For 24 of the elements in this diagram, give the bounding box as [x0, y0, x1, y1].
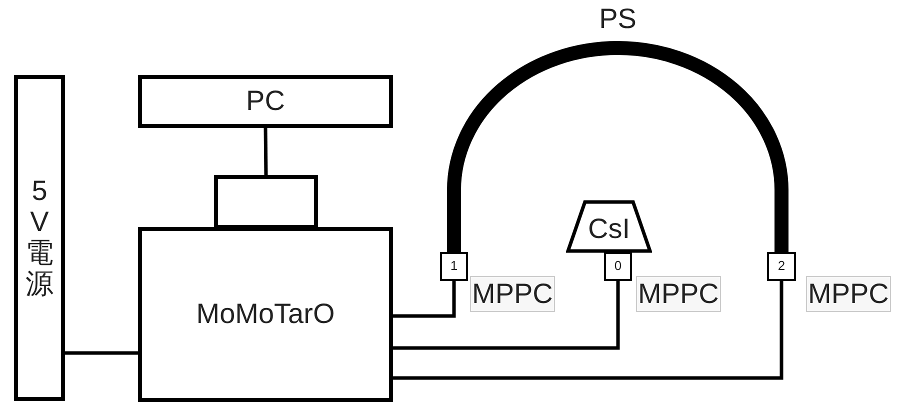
cable-line [393, 281, 784, 380]
sensor-port-box [440, 252, 468, 281]
port-number: 0 [614, 259, 622, 274]
device-box [138, 227, 393, 402]
cable-line [264, 128, 268, 176]
box-label: MoMoTarO [196, 298, 335, 331]
sensor-port-box [604, 252, 632, 281]
crystal-trapezoid [566, 200, 652, 253]
scintillator-fiber [447, 41, 788, 252]
box-label: 5V電源 [26, 176, 54, 300]
connector-box [214, 175, 318, 229]
sensor-label: MPPC [636, 276, 721, 312]
sensor-port-box [767, 252, 796, 281]
box-label: CsI [588, 213, 630, 246]
sensor-label: MPPC [470, 276, 555, 312]
device-box [138, 75, 393, 128]
port-number: 2 [778, 259, 786, 274]
cable-line [393, 281, 620, 350]
cable-line [393, 281, 456, 318]
box-label: PC [246, 85, 285, 118]
power-supply-box [14, 75, 65, 401]
port-number: 1 [450, 259, 458, 274]
sensor-label: MPPC [806, 276, 891, 312]
cable-line [65, 351, 138, 355]
